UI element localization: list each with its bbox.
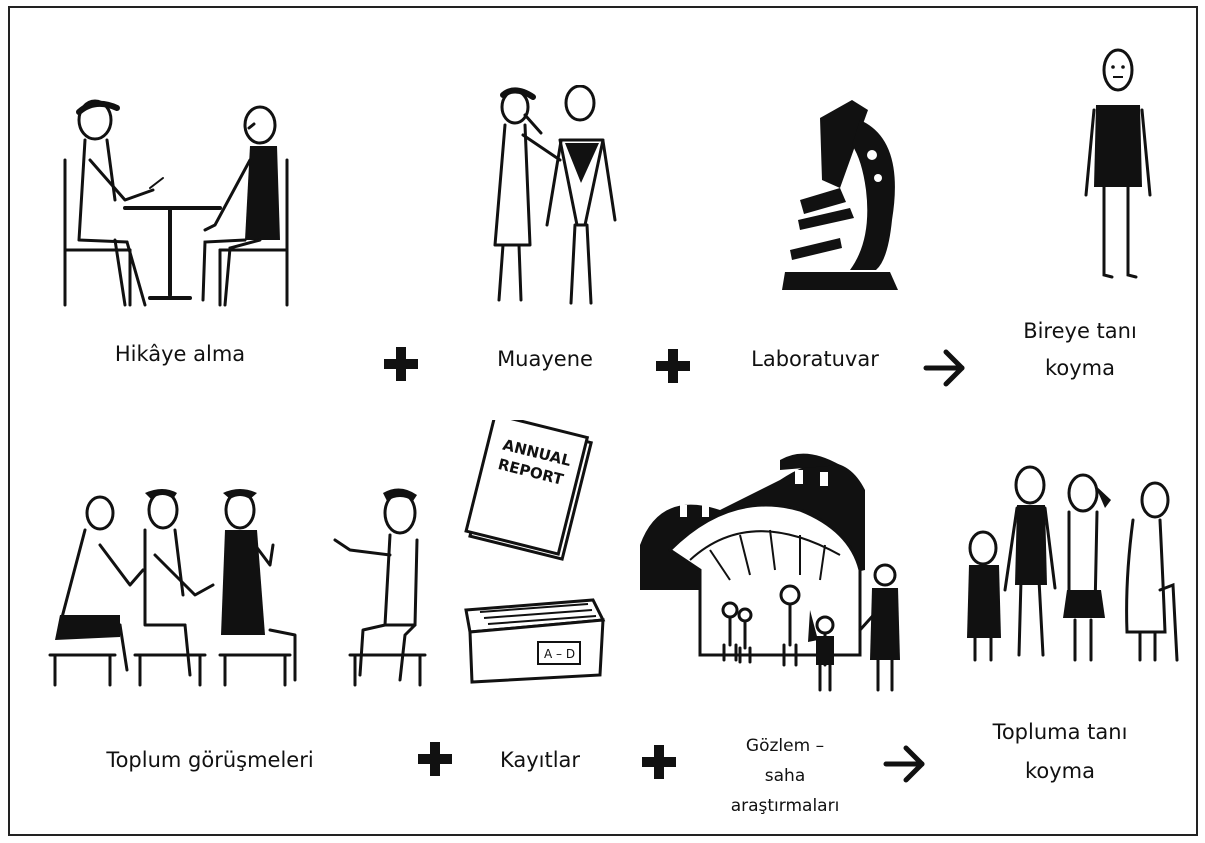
observation-label-line1: Gözlem – xyxy=(745,736,825,756)
plus-icon xyxy=(642,745,676,779)
community-diagnosis-label-line2: koyma xyxy=(1024,759,1095,783)
plus-icon xyxy=(656,349,690,383)
history-taking-label: Hikâye alma xyxy=(114,342,246,366)
arrow-right-icon xyxy=(923,349,965,387)
examination-label: Muayene xyxy=(497,347,593,371)
laboratory-label: Laboratuvar xyxy=(751,347,879,371)
arrow-right-icon xyxy=(883,745,925,783)
observation-label-line2: saha xyxy=(764,766,806,786)
history-taking-illustration xyxy=(63,99,289,307)
records-illustration: ANNUAL REPORT A – D xyxy=(464,420,606,684)
microscope-illustration xyxy=(782,100,898,290)
individual-diagnosis-label-line1: Bireye tanı xyxy=(1023,319,1137,343)
community-interviews-label: Toplum görüşmeleri xyxy=(106,748,314,772)
community-interviews-illustration xyxy=(48,488,427,687)
community-diagnosis-label-line1: Topluma tanı xyxy=(992,720,1128,744)
community-people-illustration xyxy=(967,465,1179,662)
records-label: Kayıtlar xyxy=(499,748,581,772)
individual-person-illustration xyxy=(1084,48,1152,279)
examination-illustration xyxy=(493,85,617,305)
plus-icon xyxy=(384,347,418,381)
plus-icon xyxy=(418,742,452,776)
field-observation-illustration xyxy=(640,453,900,692)
observation-label-line3: araştırmaları xyxy=(730,796,840,816)
card-box-label: A – D xyxy=(544,647,575,661)
individual-diagnosis-label-line2: koyma xyxy=(1044,356,1115,380)
